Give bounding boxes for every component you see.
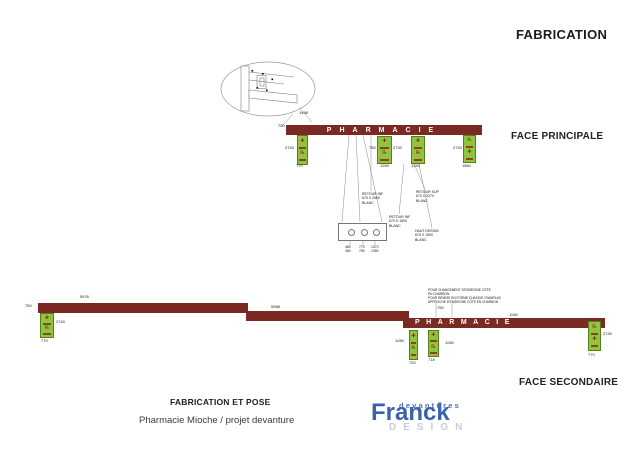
sign-band-secondaire: PHARMACIE	[408, 318, 605, 328]
dimension-label: 2740	[603, 331, 612, 336]
page-title: FABRICATION	[516, 27, 608, 42]
micro-text-bar	[42, 333, 52, 336]
dimension-label: 718	[428, 357, 435, 362]
micro-text-bar	[413, 158, 423, 161]
band-secondaire-middle	[246, 311, 406, 321]
band-step-connector	[403, 311, 409, 328]
dimension-label: 770	[41, 338, 48, 343]
green-display-panel: ℞ ✚	[463, 135, 476, 163]
detail-bubble	[220, 61, 316, 117]
pharmacy-cross-icon: ✚	[411, 332, 416, 339]
dimension-label: 1198	[509, 312, 518, 317]
dimension-label: 2740	[285, 145, 294, 150]
pharmacy-cross-icon: ✚	[44, 314, 50, 321]
sign-band-principale: PHARMACIE	[286, 125, 482, 135]
micro-text-bar	[410, 341, 417, 344]
detail-wall-section	[240, 65, 250, 112]
fixings-detail-box	[338, 223, 387, 241]
micro-text-bar	[42, 322, 52, 325]
caduceus-icon: ℞	[467, 137, 472, 144]
dimension-label: 1860	[462, 163, 471, 168]
dimension-label: 1253	[411, 163, 420, 168]
green-display-panel: ✚ ℞	[409, 330, 418, 360]
micro-text-bar	[379, 158, 390, 161]
band-secondaire-left	[38, 303, 248, 313]
micro-text-bar	[590, 345, 599, 348]
caduceus-icon: ℞	[431, 343, 436, 350]
micro-text-bar	[430, 351, 437, 354]
pharmacy-cross-icon: ✚	[382, 138, 387, 145]
face-secondaire-label: FACE SECONDAIRE	[519, 377, 619, 388]
caduceus-icon: ℞	[382, 150, 387, 157]
logo-franck-text: Franck	[371, 399, 450, 426]
caduceus-icon: ℞	[44, 325, 50, 332]
dimension-label: 750	[369, 145, 376, 150]
dimension-label: 750	[278, 123, 285, 128]
detail-shelf	[248, 89, 298, 104]
micro-text-bar	[413, 146, 423, 149]
dimension-label: 750	[25, 303, 32, 308]
green-display-panel: ✚ ℞	[40, 313, 54, 338]
caduceus-icon: ℞	[415, 150, 421, 157]
pharmacy-cross-icon: ✚	[592, 336, 597, 343]
dimension-label: 1198	[445, 340, 454, 345]
dimension-label: 770	[588, 352, 595, 357]
micro-text-bar	[299, 159, 306, 162]
green-display-panel: ✚ ℞	[297, 135, 308, 165]
project-subtitle: Pharmacie Mioche / projet devanture	[139, 415, 295, 426]
logo-design-text: DESIGN	[389, 422, 470, 433]
green-display-panel: ✚ ℞	[411, 136, 425, 164]
annotation-retour-inf: RETOUR INF 670 X 2500 BLANC	[362, 192, 384, 205]
footer-title: FABRICATION ET POSE	[170, 397, 271, 407]
dimension-label: 2740	[453, 145, 462, 150]
dimension-label: 5968	[271, 304, 280, 309]
micro-text-bar	[299, 146, 306, 149]
fabrication-note: POUR CHANGEMENT D'ENSEIGNE CÔTE EN CHARB…	[428, 288, 501, 304]
fixing-hole	[361, 229, 368, 236]
pharmacy-cross-icon: ✚	[415, 138, 421, 145]
sign-text-secondaire: PHARMACIE	[415, 319, 516, 327]
dimension-label: 5976	[80, 294, 89, 299]
dimension-label: 1498	[299, 110, 308, 115]
dimension-label: 1250	[380, 163, 389, 168]
fixing-dimension: 770 750	[359, 245, 365, 253]
dimension-label: 720	[409, 360, 416, 365]
dimension-label: 750	[437, 305, 444, 310]
logo-devantures-text: devantures	[399, 401, 462, 410]
annotation-retour-inf-2: RETOUR INF 670 X 1500 BLANC	[389, 215, 411, 228]
dimension-label: 2740	[393, 145, 402, 150]
pharmacy-cross-icon: ✚	[467, 149, 472, 156]
caduceus-icon: ℞	[300, 150, 305, 157]
fixing-hole	[348, 229, 355, 236]
green-display-panel: ℞ ✚	[588, 321, 601, 351]
micro-text-bar	[465, 157, 474, 160]
annotation-haut-dessin: HAUT DESSIN 670 X 1500 BLANC	[415, 229, 439, 242]
caduceus-icon: ℞	[411, 345, 416, 352]
micro-text-bar	[465, 145, 474, 148]
fixing-dimension: 480 460	[345, 245, 351, 253]
micro-text-bar	[590, 332, 599, 335]
caduceus-icon: ℞	[592, 323, 597, 330]
fixing-hole	[373, 229, 380, 236]
dimension-label: 770	[296, 163, 303, 168]
green-display-panel: ✚ ℞	[428, 330, 439, 357]
detail-leader-line	[298, 106, 313, 123]
micro-text-bar	[430, 340, 437, 343]
fixing-dimension: 1370 1350	[371, 245, 379, 253]
face-principale-label: FACE PRINCIPALE	[511, 131, 604, 142]
annotation-retour-sup: RETOUR SUP 670 X 2270 BLANC	[416, 190, 439, 203]
green-display-panel: ✚ ℞	[377, 136, 392, 164]
sign-text-principale: PHARMACIE	[326, 126, 442, 134]
pharmacy-cross-icon: ✚	[431, 332, 436, 339]
micro-text-bar	[410, 354, 417, 357]
dimension-label: 1198	[395, 338, 404, 343]
dimension-label: 2740	[56, 319, 65, 324]
pharmacy-cross-icon: ✚	[300, 137, 305, 144]
micro-text-bar	[379, 146, 390, 149]
